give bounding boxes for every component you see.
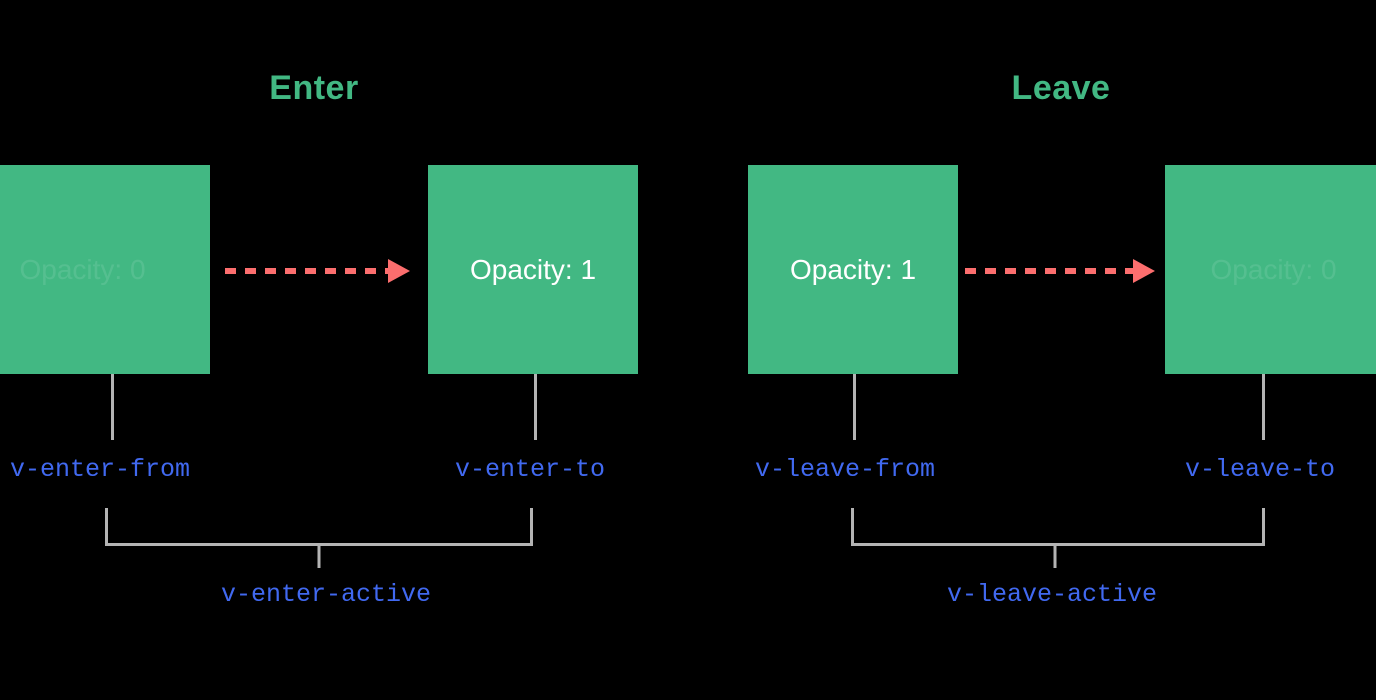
connector-stem-leave-to bbox=[1262, 374, 1265, 440]
transition-arrow-leave bbox=[965, 259, 1155, 283]
class-label-v-leave-active: v-leave-active bbox=[946, 580, 1158, 609]
arrow-dashed-line-icon bbox=[225, 268, 388, 274]
arrow-dashed-line-icon bbox=[965, 268, 1133, 274]
bracket-stem-left bbox=[851, 508, 854, 546]
state-box-enter-from-label: Opacity: 0 bbox=[19, 253, 146, 285]
bracket-bar bbox=[851, 543, 1265, 546]
bracket-leave-active bbox=[851, 508, 1265, 568]
connector-stem-enter-to bbox=[534, 374, 537, 440]
state-box-enter-from: Opacity: 0 bbox=[0, 165, 210, 374]
state-box-leave-from: Opacity: 1 bbox=[748, 165, 958, 374]
bracket-enter-active bbox=[105, 508, 533, 568]
class-label-v-leave-from: v-leave-from bbox=[755, 455, 936, 484]
state-box-enter-to-label: Opacity: 1 bbox=[469, 253, 597, 285]
class-label-v-leave-to: v-leave-to bbox=[1185, 455, 1336, 484]
connector-stem-enter-from bbox=[111, 374, 114, 440]
state-box-leave-to: Opacity: 0 bbox=[1165, 165, 1376, 374]
bracket-tick bbox=[317, 546, 321, 568]
bracket-stem-left bbox=[105, 508, 108, 546]
arrow-head-icon bbox=[388, 259, 410, 283]
bracket-bar bbox=[105, 543, 533, 546]
phase-title-leave: Leave bbox=[1011, 69, 1111, 107]
class-label-v-enter-active: v-enter-active bbox=[220, 580, 432, 609]
transition-arrow-enter bbox=[225, 259, 410, 283]
bracket-stem-right bbox=[1262, 508, 1265, 546]
phase-title-enter: Enter bbox=[269, 69, 359, 107]
connector-stem-leave-from bbox=[853, 374, 856, 440]
state-box-leave-from-label: Opacity: 1 bbox=[789, 253, 917, 285]
arrow-head-icon bbox=[1133, 259, 1155, 283]
state-box-enter-to: Opacity: 1 bbox=[428, 165, 638, 374]
class-label-v-enter-to: v-enter-to bbox=[455, 455, 606, 484]
bracket-stem-right bbox=[530, 508, 533, 546]
class-label-v-enter-from: v-enter-from bbox=[10, 455, 191, 484]
state-box-leave-to-label: Opacity: 0 bbox=[1210, 253, 1337, 285]
bracket-tick bbox=[1053, 546, 1057, 568]
